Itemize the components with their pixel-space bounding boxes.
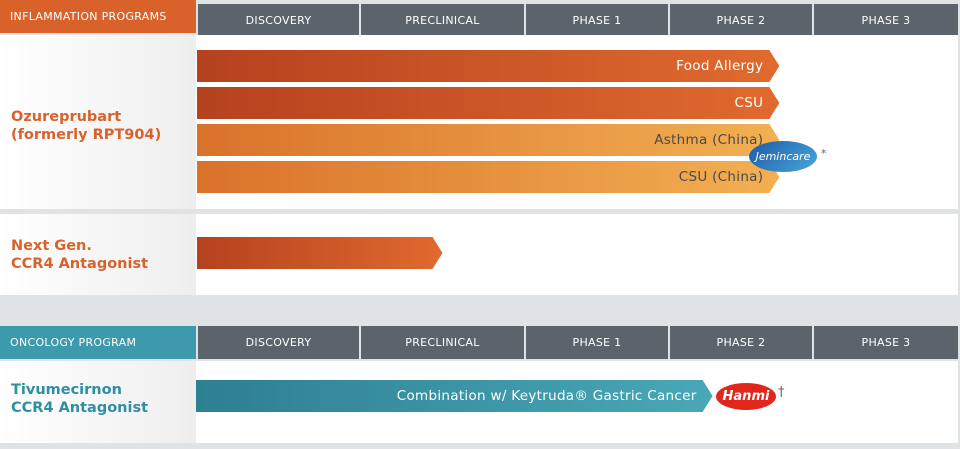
- oncology-header: ONCOLOGY PROGRAM: [0, 326, 196, 359]
- program-name-tivumecirnon: Tivumecirnon CCR4 Antagonist: [11, 381, 148, 417]
- bar-csu-china: CSU (China): [197, 161, 779, 193]
- program-name-ozureprubart: Ozureprubart (formerly RPT904): [11, 108, 161, 144]
- phase-header-preclinical: PRECLINICAL: [361, 4, 524, 37]
- jemincare-logo-text: Jemincare: [755, 150, 811, 163]
- program-name-next-gen: Next Gen. CCR4 Antagonist: [11, 237, 148, 273]
- program-name-line: CCR4 Antagonist: [11, 400, 149, 416]
- tivumecirnon-label-col: [0, 361, 196, 443]
- program-name-line: Next Gen.: [11, 238, 92, 254]
- program-name-line: Tivumecirnon: [11, 382, 122, 398]
- phase-header-preclinical: PRECLINICAL: [361, 326, 524, 359]
- bar-csu: CSU: [197, 87, 779, 119]
- phase-header-discovery: DISCOVERY: [198, 4, 359, 37]
- ozureprubart-label-col: [0, 35, 196, 209]
- phase-header-phase-3: PHASE 3: [814, 4, 958, 37]
- program-name-line: (formerly RPT904): [11, 127, 162, 143]
- bar-asthma-china: Asthma (China): [197, 124, 779, 156]
- next-gen-label-col: [0, 214, 196, 295]
- phase-header-phase-2: PHASE 2: [670, 326, 812, 359]
- program-name-line: Ozureprubart: [11, 109, 122, 125]
- bar-next-gen-ccr4: [197, 237, 443, 269]
- inflammation-header: INFLAMMATION PROGRAMS: [0, 0, 196, 33]
- hanmi-logo: Hanmi: [716, 383, 776, 410]
- bar-label: Combination w/ Keytruda® Gastric Cancer: [396, 388, 697, 404]
- phase-header-phase-3: PHASE 3: [814, 326, 958, 359]
- jemincare-footnote-mark: *: [821, 147, 827, 160]
- phase-header-phase-2: PHASE 2: [670, 4, 812, 37]
- hanmi-footnote-mark: †: [778, 385, 785, 400]
- bar-label: CSU: [734, 95, 764, 111]
- bar-label: Asthma (China): [654, 132, 764, 148]
- bar-food-allergy: Food Allergy: [197, 50, 779, 82]
- phase-header-discovery: DISCOVERY: [198, 326, 359, 359]
- phase-header-phase-1: PHASE 1: [526, 326, 668, 359]
- bar-label: Food Allergy: [676, 58, 764, 74]
- jemincare-logo: Jemincare: [749, 141, 817, 172]
- hanmi-logo-text: Hanmi: [722, 389, 770, 404]
- bar-label: CSU (China): [678, 169, 764, 185]
- program-name-line: CCR4 Antagonist: [11, 256, 149, 272]
- bar-combination-w-keytruda-gastric-cancer: Combination w/ Keytruda® Gastric Cancer: [196, 380, 713, 412]
- phase-header-phase-1: PHASE 1: [526, 4, 668, 37]
